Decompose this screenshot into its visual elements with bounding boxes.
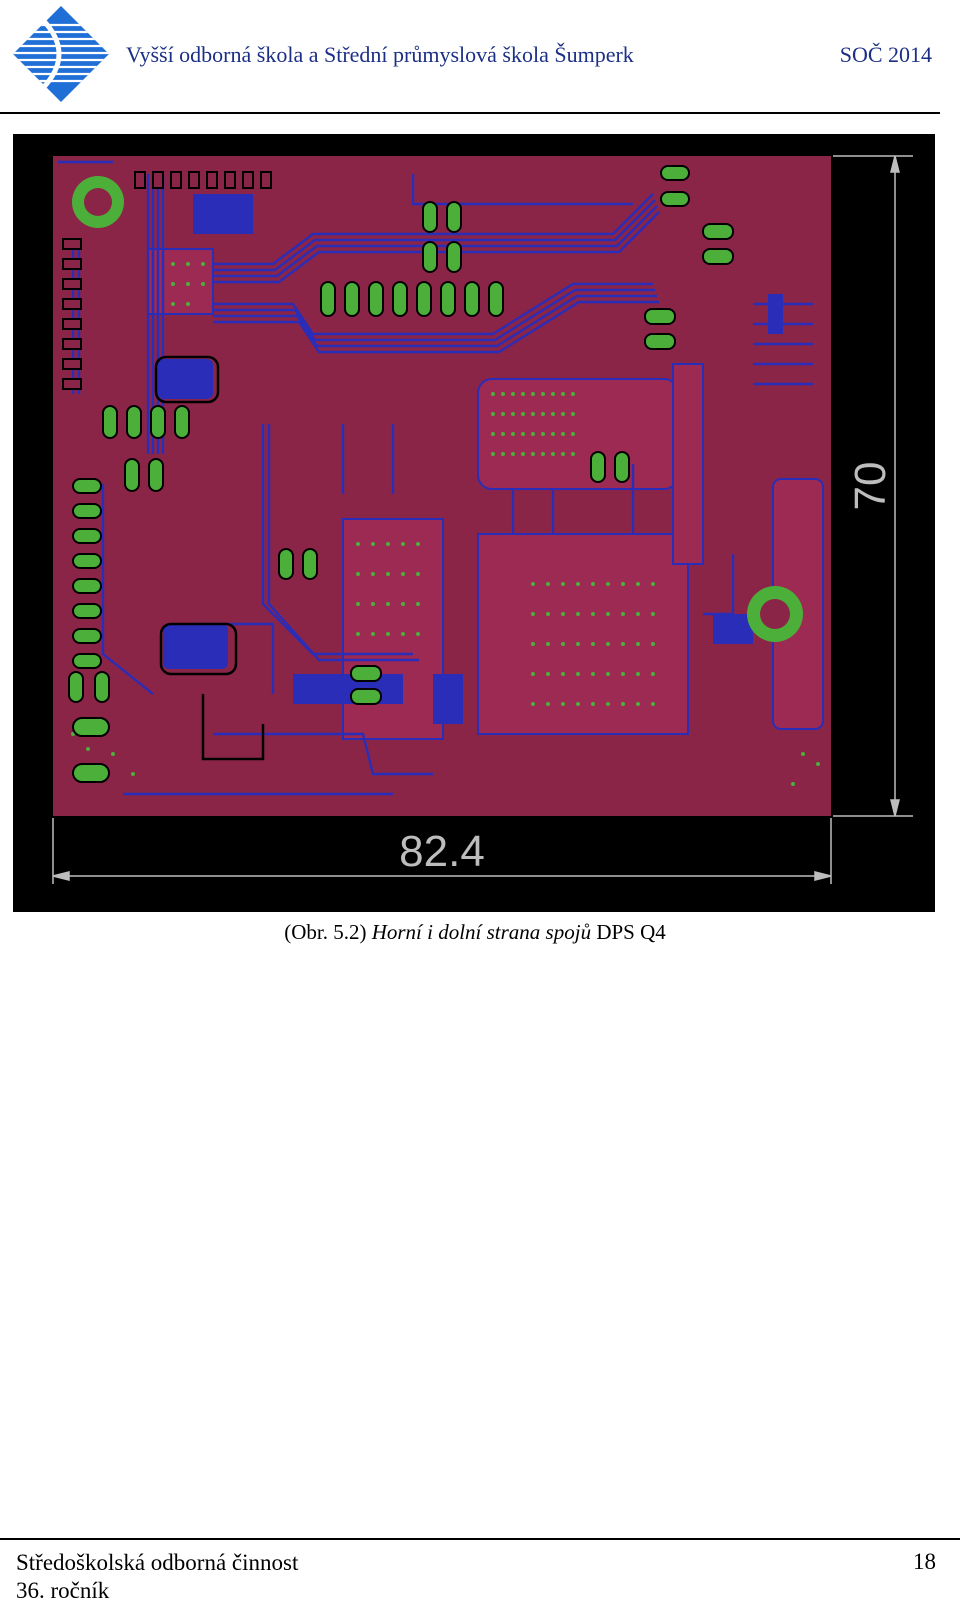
header-divider (0, 112, 940, 114)
pcb-figure: 82.4 70 (13, 134, 935, 912)
footer-competition: Středoškolská odborná činnost (16, 1550, 299, 1575)
footer-divider (0, 1538, 960, 1540)
school-logo-icon (13, 6, 109, 102)
dimension-width-label: 82.4 (399, 827, 485, 876)
figure-caption: (Obr. 5.2) Horní i dolní strana spojů DP… (0, 920, 950, 945)
header-school-name: Vyšší odborná škola a Střední průmyslová… (126, 42, 634, 67)
caption-suffix: DPS Q4 (591, 920, 666, 944)
footer-edition: 36. ročník (16, 1578, 110, 1603)
caption-italic: Horní i dolní strana spojů (371, 920, 592, 944)
page-number: 18 (913, 1549, 936, 1574)
header-year: SOČ 2014 (839, 42, 932, 67)
dimension-height-label: 70 (846, 462, 895, 511)
pcb-layout-image: 82.4 70 (52, 155, 913, 884)
caption-prefix: (Obr. 5.2) (284, 920, 372, 944)
